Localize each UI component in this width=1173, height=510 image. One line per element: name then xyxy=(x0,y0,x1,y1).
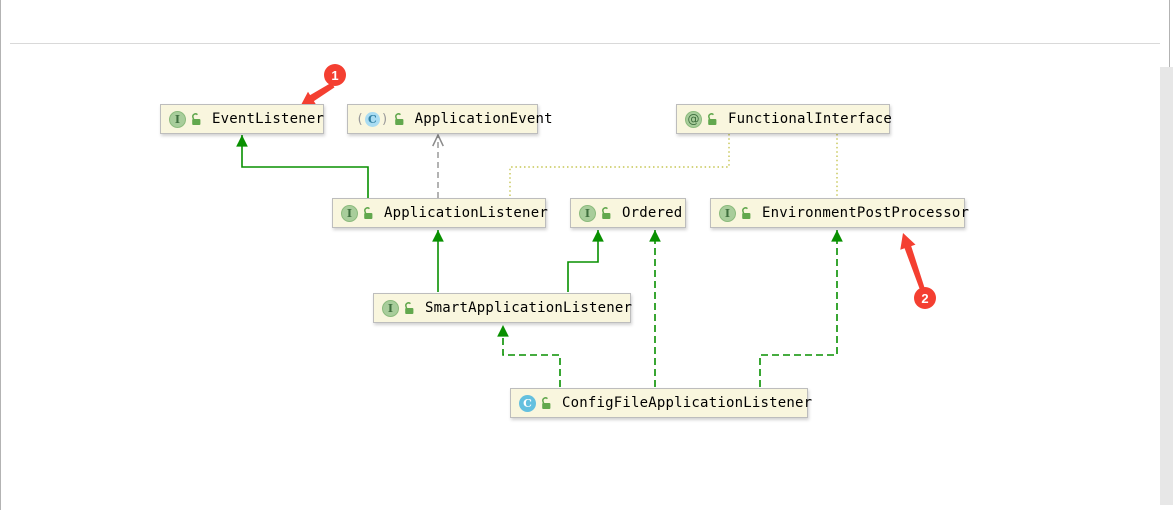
lock-icon xyxy=(364,206,373,219)
top-divider-line xyxy=(10,43,1160,44)
edge-smartapplicationlistener-extends-ordered xyxy=(567,230,604,292)
class-name-label: ApplicationEvent xyxy=(414,111,553,127)
class-name-label: SmartApplicationListener xyxy=(425,300,633,316)
lock-icon xyxy=(192,112,201,125)
callout-arrow-1 xyxy=(301,82,335,105)
abstract-class-icon: C xyxy=(356,111,389,127)
edge-functionalinterface-annotates-applicationlistener xyxy=(509,134,730,197)
lock-icon xyxy=(742,206,751,219)
annotation-icon: @ xyxy=(685,110,702,128)
edge-configfileapplicationlistener-implements-environmentpostprocessor xyxy=(759,230,843,387)
class-node-functionalinterface[interactable]: @ FunctionalInterface xyxy=(676,104,892,134)
interface-icon: I xyxy=(579,204,596,222)
lock-icon xyxy=(542,396,551,409)
lock-icon xyxy=(394,112,404,125)
lock-icon xyxy=(708,112,717,125)
callout-arrow-2 xyxy=(900,233,925,289)
interface-icon: I xyxy=(169,110,186,128)
left-border-line xyxy=(0,0,1,510)
lock-icon xyxy=(405,301,414,314)
class-node-ordered[interactable]: I Ordered xyxy=(570,198,686,228)
class-node-smartapplicationlistener[interactable]: I SmartApplicationListener xyxy=(373,293,633,323)
class-name-label: ApplicationListener xyxy=(384,205,548,221)
class-name-label: EventListener xyxy=(212,111,325,127)
class-icon: C xyxy=(519,394,536,412)
interface-icon: I xyxy=(719,204,736,222)
callout-badge-1: 1 xyxy=(324,64,346,86)
interface-icon: I xyxy=(341,204,358,222)
class-node-environmentpostprocessor[interactable]: I EnvironmentPostProcessor xyxy=(710,198,969,228)
right-border-line xyxy=(1169,0,1170,67)
class-name-label: FunctionalInterface xyxy=(728,111,892,127)
class-node-eventlistener[interactable]: I EventListener xyxy=(160,104,324,134)
interface-icon: I xyxy=(382,299,399,317)
edge-applicationlistener-extends-eventlistener xyxy=(236,135,369,198)
edge-configfileapplicationlistener-implements-smartapplicationlistener xyxy=(497,325,561,387)
class-name-label: EnvironmentPostProcessor xyxy=(762,205,970,221)
class-name-label: Ordered xyxy=(622,205,683,221)
callout-badge-2: 2 xyxy=(914,287,936,309)
class-name-label: ConfigFileApplicationListener xyxy=(562,395,813,411)
vertical-scrollbar[interactable] xyxy=(1160,67,1173,505)
class-node-configfileapplicationlistener[interactable]: C ConfigFileApplicationListener xyxy=(510,388,812,418)
class-node-applicationlistener[interactable]: I ApplicationListener xyxy=(332,198,548,228)
class-node-applicationevent[interactable]: C ApplicationEvent xyxy=(347,104,553,134)
lock-icon xyxy=(602,206,611,219)
